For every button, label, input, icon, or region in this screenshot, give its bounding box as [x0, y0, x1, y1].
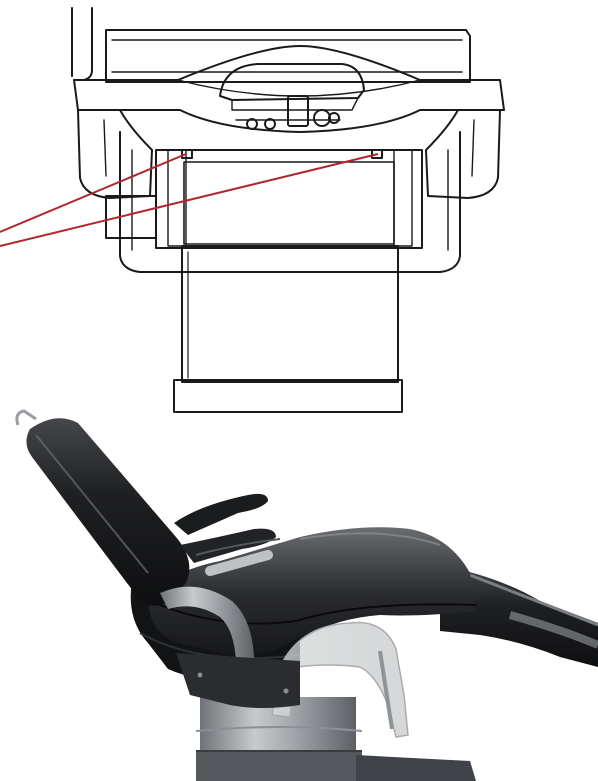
adjust-knob — [287, 95, 309, 127]
base-column — [195, 697, 476, 781]
seat-block — [155, 149, 423, 249]
acrylic-guard — [271, 621, 409, 738]
exam-chair-photo — [0, 405, 598, 781]
seat-shell — [130, 581, 300, 682]
exam-chair-photo-svg — [15, 409, 598, 781]
callout-lines — [0, 153, 379, 247]
side-box — [105, 195, 157, 239]
mount-left — [181, 149, 193, 159]
chair-top-view-drawing — [0, 7, 505, 413]
seat-mechanism — [176, 653, 300, 708]
callout-line-left — [0, 153, 187, 233]
callout-line-right — [0, 153, 379, 247]
backrest — [26, 418, 190, 606]
headrest-handle — [15, 409, 37, 426]
mount-right — [371, 149, 383, 159]
armrests — [174, 493, 281, 563]
chair-top-view-svg — [0, 7, 505, 413]
right-shell — [425, 109, 501, 199]
headrest-bar — [73, 45, 505, 133]
arm-bracket — [160, 586, 254, 705]
column — [181, 245, 399, 383]
seat-frame — [119, 131, 461, 273]
light-pole — [71, 7, 93, 81]
back-plate — [105, 29, 471, 83]
base-foot — [173, 379, 403, 413]
head-pillow — [219, 63, 365, 101]
